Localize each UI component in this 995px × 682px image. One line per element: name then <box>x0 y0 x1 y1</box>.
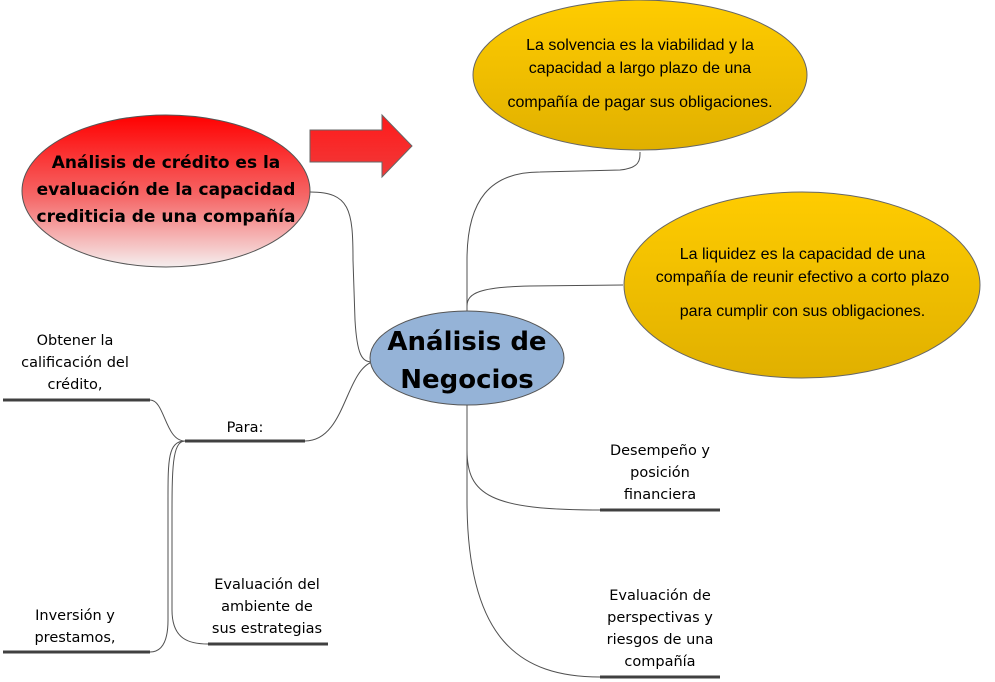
item-line: compañía <box>624 654 696 670</box>
item-line: Desempeño y <box>609 443 711 459</box>
credit-bubble <box>21 114 311 268</box>
center-title-line: Negocios <box>400 365 534 395</box>
left-item-inversion: Inversión y prestamos, <box>0 605 150 649</box>
item-line: sus estrategias <box>211 621 323 637</box>
item-line: Obtener la <box>36 333 114 349</box>
item-line: prestamos, <box>34 630 116 646</box>
connectors <box>149 151 641 678</box>
para-label: Para: <box>226 420 264 436</box>
item-line: financiera <box>623 487 697 503</box>
item-line: Inversión y <box>35 608 115 624</box>
center-title: Análisis de Negocios <box>372 323 562 399</box>
liquidity-line: para cumplir con sus obligaciones. <box>679 303 926 320</box>
solvency-bubble <box>472 0 808 151</box>
connector-obtener <box>149 399 186 442</box>
liquidity-bubble <box>623 191 981 379</box>
item-line: perspectivas y <box>607 610 713 626</box>
underlines <box>3 398 720 679</box>
solvency-line: capacidad a largo plazo de una <box>528 60 752 77</box>
connector-credit <box>309 191 373 363</box>
item-line: ambiente de <box>221 599 313 615</box>
connector-perspectivas <box>466 405 601 678</box>
solvency-text: La solvencia es la viabilidad y la capac… <box>480 34 800 114</box>
center-bubble <box>369 310 565 406</box>
item-line: riesgos de una <box>606 632 714 648</box>
center-title-line: Análisis de <box>387 327 547 357</box>
solvency-line: La solvencia es la viabilidad y la <box>526 37 754 54</box>
item-line: calificación del <box>21 355 129 371</box>
item-line: Evaluación de <box>609 588 711 604</box>
connector-desempeno <box>466 405 601 511</box>
credit-line: crediticia de una compañía <box>36 207 296 227</box>
item-line: crédito, <box>47 377 103 393</box>
liquidity-line: La liquidez es la capacidad de una <box>679 246 926 263</box>
right-item-desempeno: Desempeño y posición financiera <box>595 440 725 506</box>
item-line: posición <box>630 465 690 481</box>
left-item-obtener: Obtener la calificación del crédito, <box>0 330 150 396</box>
item-line: Evaluación del <box>214 577 320 593</box>
right-item-perspectivas: Evaluación de perspectivas y riesgos de … <box>595 585 725 673</box>
connector-liquidity <box>466 284 624 307</box>
credit-line: evaluación de la capacidad <box>36 180 296 200</box>
arrow-right-icon <box>309 113 413 179</box>
liquidity-line: compañía de reunir efectivo a corto plaz… <box>655 269 950 286</box>
solvency-line: compañía de pagar sus obligaciones. <box>507 94 773 111</box>
connector-para <box>304 361 373 442</box>
connector-inversion <box>149 440 186 653</box>
credit-line: Análisis de crédito es la <box>51 153 281 173</box>
credit-text: Análisis de crédito es la evaluación de … <box>35 150 297 231</box>
connector-solvency <box>466 151 641 312</box>
liquidity-text: La liquidez es la capacidad de una compa… <box>625 243 980 323</box>
connector-evaluacion <box>171 440 209 645</box>
left-item-evaluacion: Evaluación del ambiente de sus estrategi… <box>200 574 334 640</box>
